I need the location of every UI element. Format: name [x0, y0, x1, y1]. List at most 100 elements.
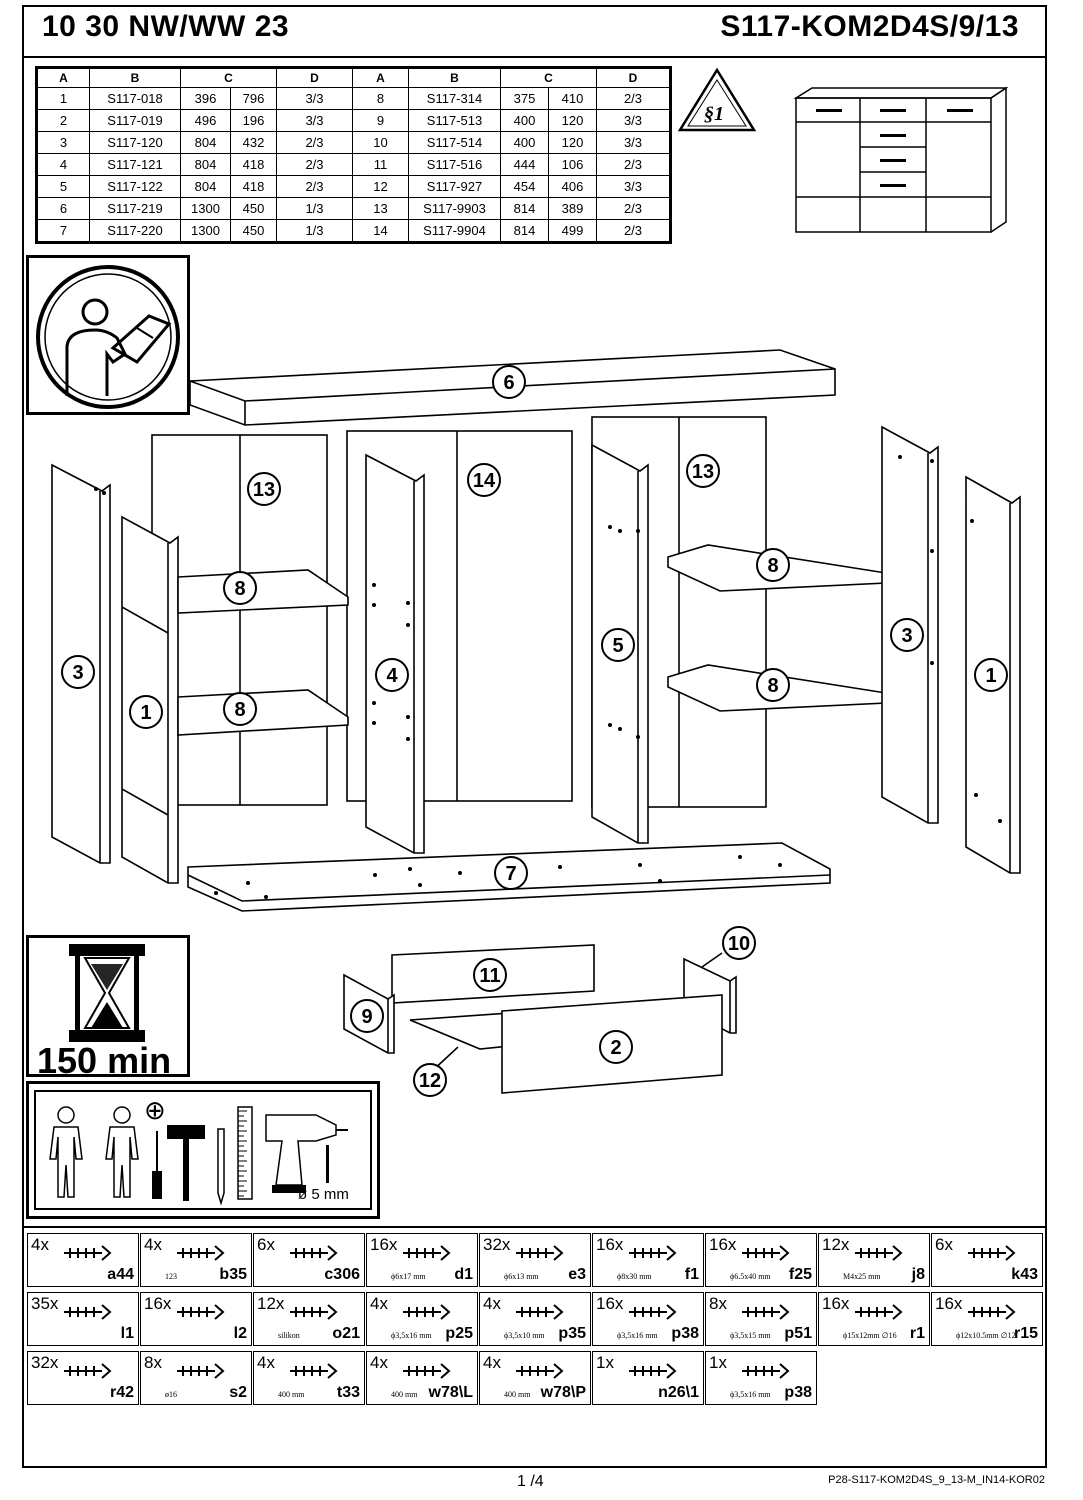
- parts-table-cell: S117-314: [408, 87, 501, 110]
- parts-table-cell: S117-9903: [408, 197, 501, 220]
- label-drawer-bottom-number: 12: [419, 1070, 441, 1092]
- label-drawer-back: 11: [473, 958, 507, 992]
- col-header: D: [596, 67, 671, 88]
- hardware-qty: 4x: [483, 1294, 501, 1313]
- parts-table-cell: 9: [352, 109, 409, 132]
- hardware-size: ø16: [165, 1390, 177, 1399]
- parts-table-cell: 396: [180, 87, 231, 110]
- parts-table-cell: 400: [500, 131, 549, 154]
- page-number: 1 /4: [517, 1473, 544, 1490]
- dowel-hole: [618, 727, 622, 731]
- label-divider-right-number: 5: [612, 635, 623, 657]
- screw-icon: [403, 1304, 451, 1320]
- hardware-code: r1: [909, 1325, 925, 1342]
- hardware-size: 400 mm: [278, 1390, 305, 1399]
- parts-table-cell: 1300: [180, 219, 231, 243]
- drawer-runner-icon: [403, 1363, 451, 1379]
- dowel-hole: [418, 883, 422, 887]
- hardware-code: e3: [568, 1266, 586, 1283]
- parts-table-cell: 450: [230, 219, 277, 243]
- label-shelf-left-upper: 8: [223, 571, 257, 605]
- phillips-symbol: ⊕: [144, 1096, 166, 1126]
- dowel-hole: [608, 723, 612, 727]
- parts-table-cell: S117-019: [89, 109, 181, 132]
- hardware-code: o21: [332, 1325, 360, 1342]
- hardware-code: s2: [229, 1384, 247, 1401]
- hardware-size: ϕ3,5x16 mm: [730, 1390, 771, 1399]
- label-shelf-left-lower-circle: [223, 692, 257, 726]
- dowel-hole: [618, 529, 622, 533]
- cam-bolt-icon: [516, 1245, 564, 1261]
- parts-table-cell: 796: [230, 87, 277, 110]
- label-side-right-inner: 3: [890, 618, 924, 652]
- col-header: C: [180, 67, 277, 88]
- parts-table-cell: 814: [500, 219, 549, 243]
- hardware-size: ϕ15x12mm ∅16: [843, 1331, 897, 1340]
- dowel-hole: [372, 603, 376, 607]
- label-back-middle-number: 14: [473, 470, 496, 492]
- label-shelf-left-upper-circle: [223, 571, 257, 605]
- parts-table-cell: 2: [36, 109, 90, 132]
- hardware-code: p38: [784, 1384, 812, 1401]
- dowel-hole: [970, 519, 974, 523]
- parts-table-cell: 814: [500, 197, 549, 220]
- parts-table-cell: 2/3: [596, 153, 671, 176]
- parts-table-cell: 418: [230, 175, 277, 198]
- dowel-hole: [738, 855, 742, 859]
- screw-icon: [629, 1304, 677, 1320]
- dowel-hole: [102, 491, 106, 495]
- label-top-panel: 6: [492, 365, 526, 399]
- parts-table-cell: 13: [352, 197, 409, 220]
- parts-table-cell: 2/3: [276, 175, 353, 198]
- hardware-code: r15: [1013, 1325, 1038, 1342]
- label-back-left-circle: [247, 472, 281, 506]
- label-side-right-outer: 1: [974, 658, 1008, 692]
- label-side-left-outer-number: 3: [72, 662, 83, 684]
- label-drawer-side-left-circle: [350, 999, 384, 1033]
- col-header: D: [276, 67, 353, 88]
- shelf-left-lower-shape: [177, 689, 349, 736]
- dowel-hole: [372, 701, 376, 705]
- person-icon: [105, 1106, 139, 1198]
- hardware-code: a44: [107, 1266, 134, 1283]
- parts-table-cell: 496: [180, 109, 231, 132]
- parts-table-cell: 444: [500, 153, 549, 176]
- warning-sign-text: §1: [704, 103, 724, 125]
- parts-table-cell: 120: [548, 131, 597, 154]
- label-side-left-inner-number: 1: [140, 702, 151, 724]
- dowel-hole: [636, 735, 640, 739]
- hardware-code: d1: [454, 1266, 473, 1283]
- assembly-time-box: [26, 935, 190, 1077]
- read-manual-icon: [36, 265, 180, 409]
- parts-table-cell: 2/3: [596, 219, 671, 243]
- dowel-hole: [778, 863, 782, 867]
- assembly-time-text: 150 min: [37, 1040, 172, 1081]
- hardware-code: n26\1: [658, 1384, 699, 1401]
- foot-icon: [968, 1245, 1016, 1261]
- hammer-icon: [167, 1125, 205, 1201]
- hardware-code: l2: [233, 1325, 247, 1342]
- hardware-size: ϕ6.5x40 mm: [730, 1272, 771, 1281]
- label-shelf-right-lower-circle: [756, 668, 790, 702]
- parts-table-cell: 410: [548, 87, 597, 110]
- hardware-qty: 1x: [709, 1353, 727, 1372]
- dowel-hole: [373, 873, 377, 877]
- tools-illustration: ⊕ ø 5 mm: [49, 1096, 349, 1206]
- parts-table-cell: 1/3: [276, 197, 353, 220]
- label-bottom-panel-number: 7: [505, 863, 516, 885]
- label-back-right-number: 13: [692, 461, 714, 483]
- parts-table-cell: 432: [230, 131, 277, 154]
- dowel-hole: [406, 737, 410, 741]
- hardware-code: c306: [324, 1266, 360, 1283]
- hardware-qty: 16x: [935, 1294, 963, 1313]
